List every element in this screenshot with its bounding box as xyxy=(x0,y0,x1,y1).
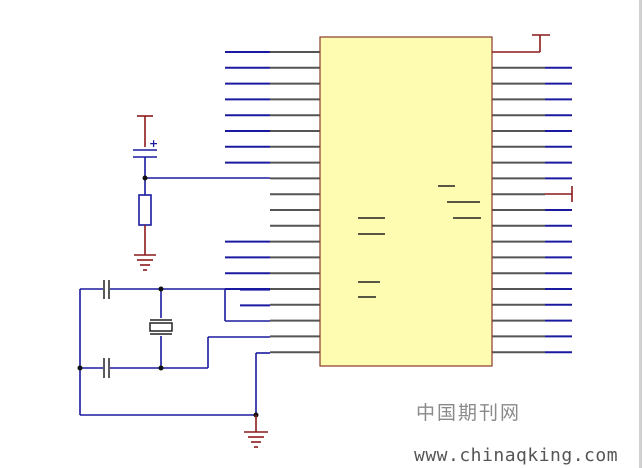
watermark-name: 中国期刊网 xyxy=(416,402,522,424)
reset-circuit: + xyxy=(133,115,270,271)
chip-internal-marks xyxy=(358,185,481,298)
right-power-stub xyxy=(545,186,573,202)
right-border xyxy=(639,0,642,468)
crystal-resonator xyxy=(149,322,173,332)
ground-symbol xyxy=(244,431,268,448)
capacitor-plus-mark: + xyxy=(149,137,158,150)
junction-dot xyxy=(142,175,148,181)
junction-dot xyxy=(158,286,164,292)
crystal-oscillator-circuit xyxy=(77,280,270,448)
watermark-url: www.chinaqking.com xyxy=(414,445,619,466)
ic-chip-body xyxy=(319,36,493,367)
left-pin-group xyxy=(225,51,320,354)
junction-dot xyxy=(77,365,83,371)
junction-dot xyxy=(158,365,164,371)
vcc-power-symbol xyxy=(492,34,550,53)
reset-resistor xyxy=(138,194,152,226)
ground-symbol xyxy=(134,254,156,271)
right-pin-group xyxy=(492,66,572,354)
